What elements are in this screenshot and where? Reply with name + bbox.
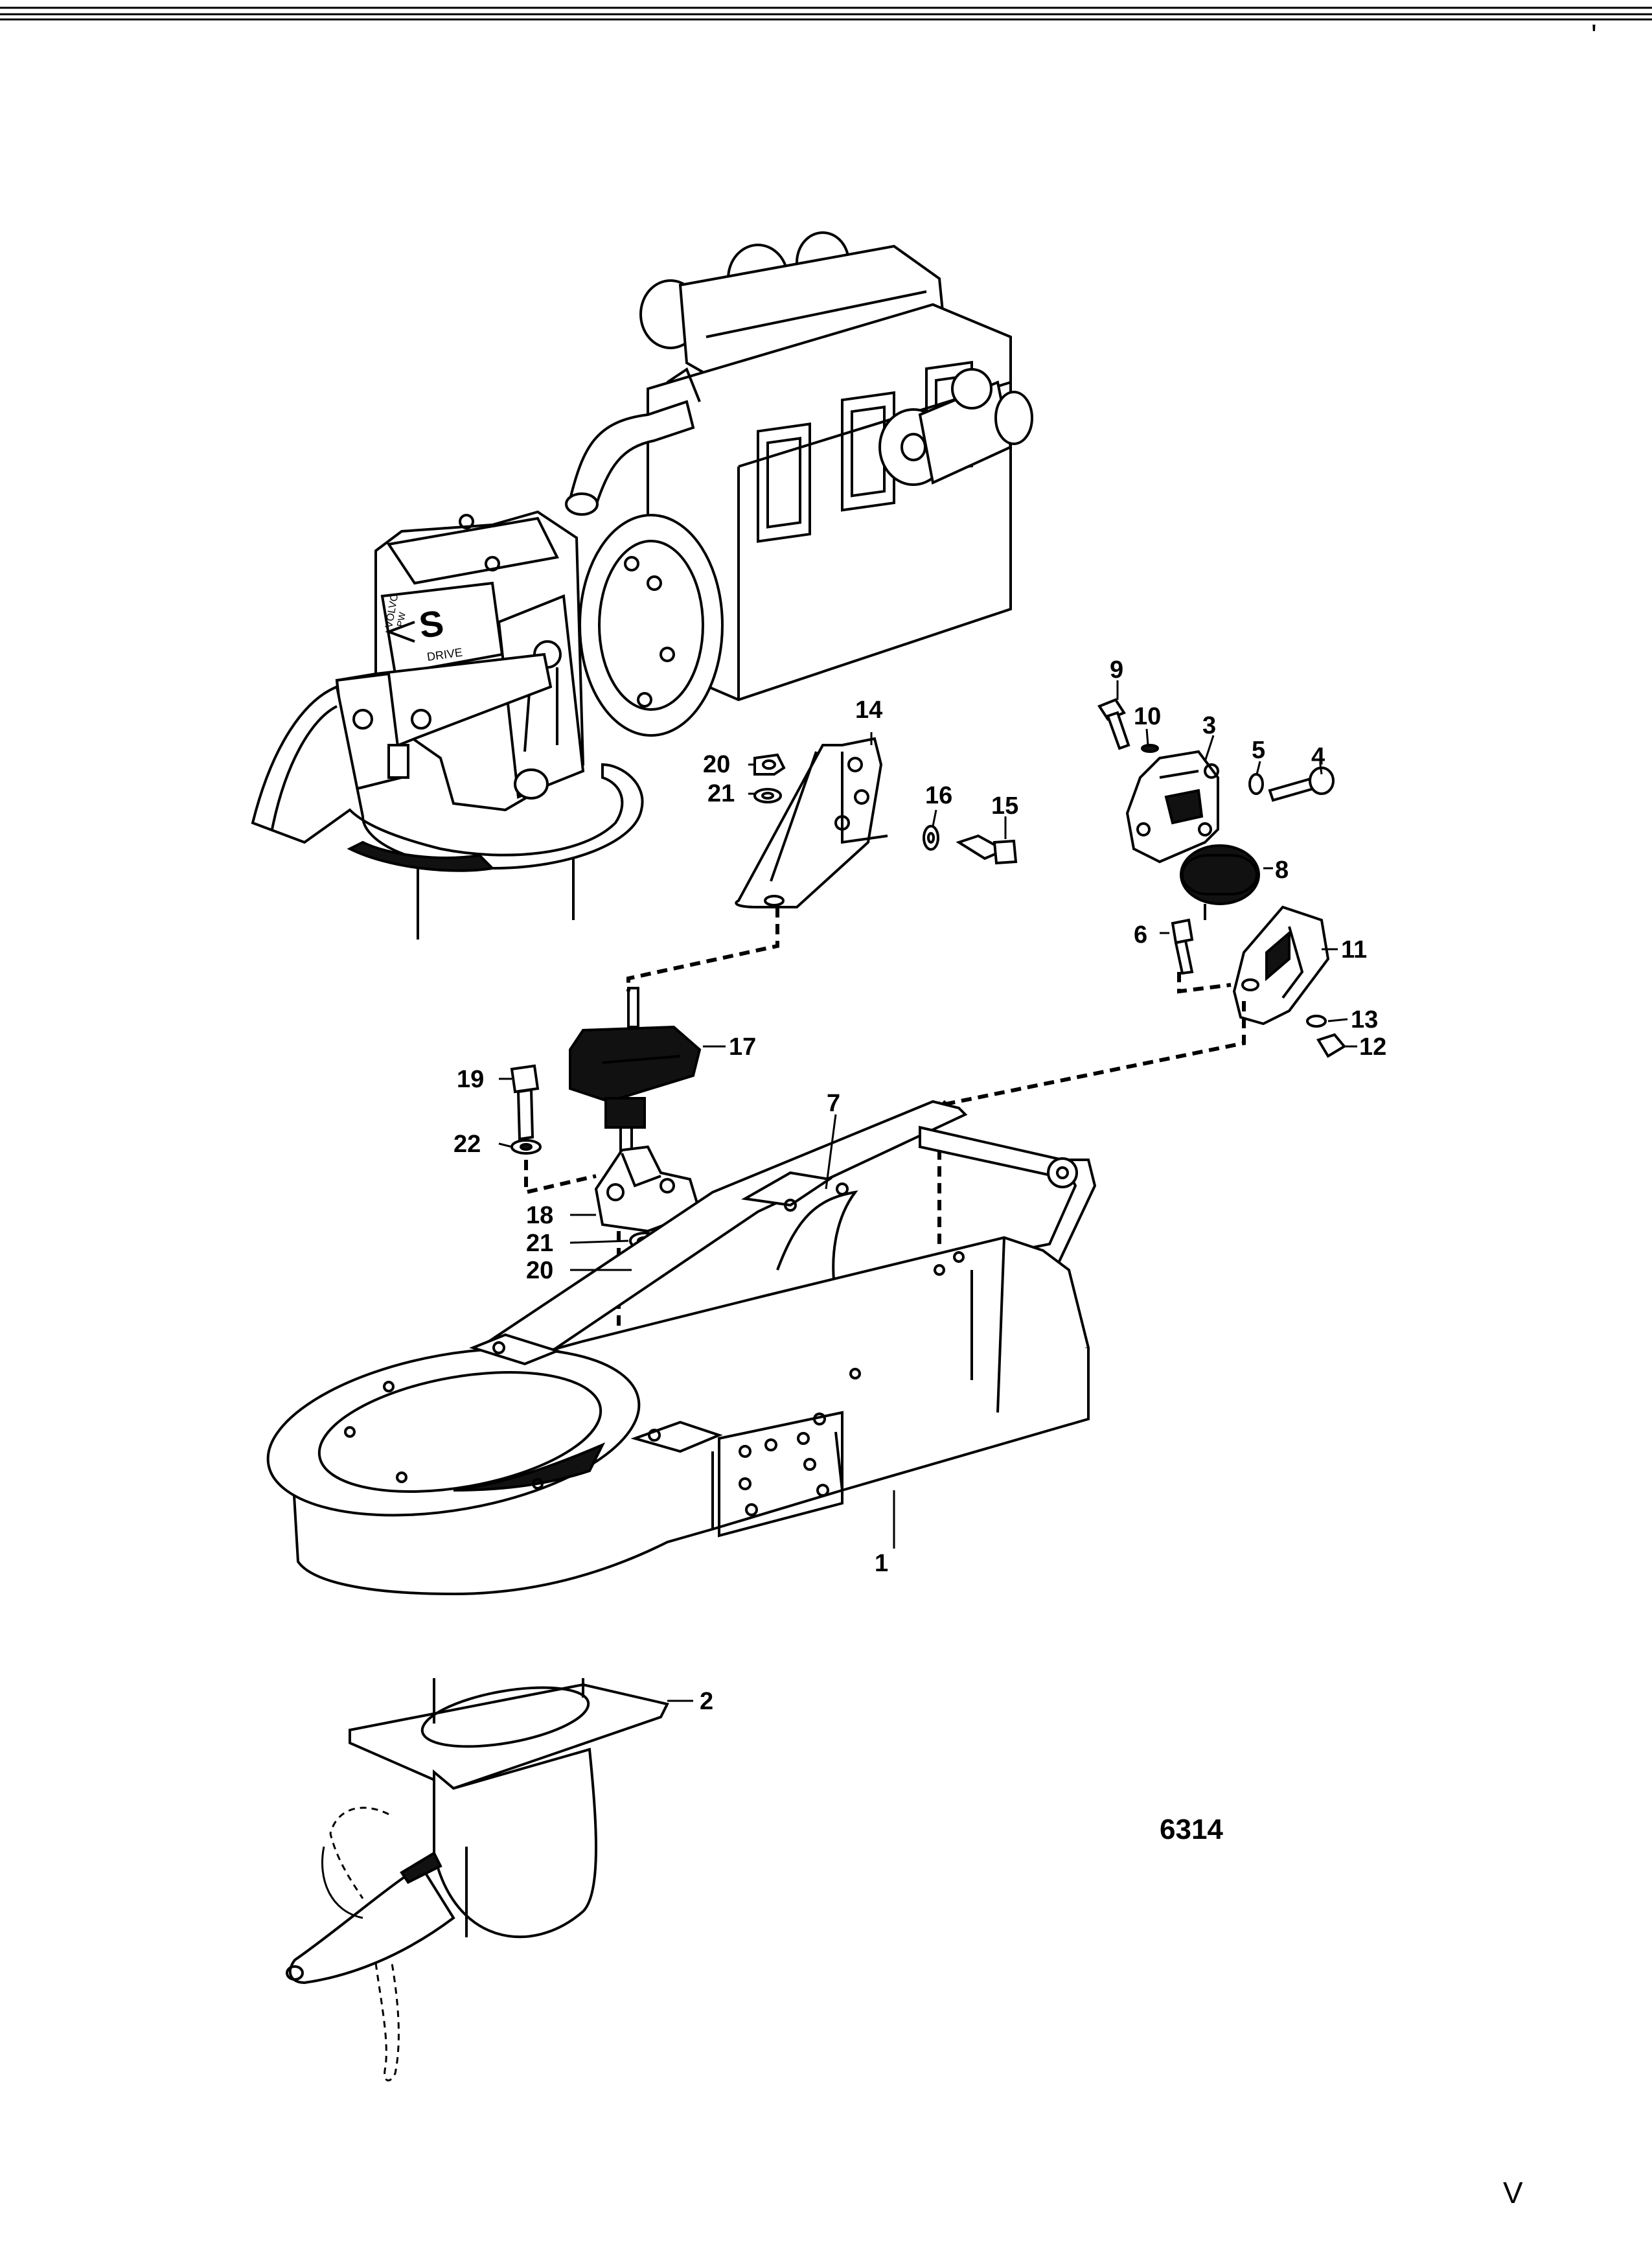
bolt-4 — [1268, 767, 1335, 802]
rubber-mount-17 — [569, 987, 702, 1155]
callout-22: 22 — [453, 1131, 481, 1158]
figure-number: 6314 — [1160, 1814, 1223, 1845]
washer-22 — [511, 1139, 542, 1155]
washer-10 — [1141, 744, 1159, 753]
bracket-14 — [735, 737, 888, 908]
callout-21-top: 21 — [707, 780, 735, 807]
nut-20-top — [753, 753, 786, 776]
washer-5 — [1248, 773, 1264, 795]
callout-11: 11 — [1341, 936, 1367, 963]
bolt-9 — [1097, 698, 1130, 750]
coolant-hose — [568, 400, 695, 507]
callout-1: 1 — [875, 1550, 888, 1577]
washer-13 — [1306, 1015, 1327, 1028]
callout-8: 8 — [1275, 857, 1289, 884]
bracket-3 — [1125, 750, 1219, 864]
exhaust-manifold — [878, 368, 1033, 486]
callout-18: 18 — [526, 1202, 553, 1229]
engine-assembly: VOLVO PW S DRIVE — [251, 231, 1033, 940]
callout-13: 13 — [1351, 1006, 1378, 1033]
callout-6: 6 — [1134, 921, 1147, 949]
callout-labels: 1 2 3 4 5 6 7 8 9 10 11 12 13 14 15 16 1… — [453, 656, 1386, 1715]
bolt-6 — [1171, 918, 1194, 975]
badge-drive-letter: S — [417, 602, 446, 646]
base-housing-1 — [266, 1236, 1090, 1596]
nut-12 — [1316, 1033, 1347, 1058]
callout-21-bottom: 21 — [526, 1230, 553, 1257]
washer-21-top — [753, 788, 782, 803]
callout-2: 2 — [700, 1688, 713, 1715]
callout-15: 15 — [991, 792, 1018, 820]
callout-10: 10 — [1134, 703, 1161, 730]
callout-9: 9 — [1110, 656, 1123, 684]
callout-7: 7 — [827, 1090, 840, 1117]
drive-bell — [251, 685, 644, 870]
rubber-mount-8 — [1180, 844, 1260, 920]
drive-leg — [286, 1678, 597, 2082]
callout-5: 5 — [1252, 737, 1265, 764]
badge-sub: PW — [395, 611, 407, 628]
callout-4: 4 — [1311, 743, 1325, 770]
callout-12: 12 — [1359, 1033, 1386, 1061]
washer-16 — [923, 825, 939, 851]
callout-14: 14 — [855, 697, 882, 724]
callout-3: 3 — [1202, 712, 1216, 739]
callout-19: 19 — [457, 1066, 484, 1093]
corner-mark-top: ' — [1591, 18, 1597, 52]
leader-lines — [498, 680, 1357, 1702]
mount-base-18 — [594, 1145, 702, 1233]
bolt-19 — [510, 1064, 540, 1141]
engine-badge: VOLVO PW S DRIVE — [380, 581, 504, 676]
bolt-15 — [956, 834, 1018, 865]
corner-mark-bottom: V — [1503, 2176, 1523, 2209]
callout-16: 16 — [925, 782, 952, 809]
callout-20-top: 20 — [703, 751, 730, 778]
scan-border-top — [0, 6, 1652, 21]
callout-17: 17 — [729, 1033, 756, 1061]
bracket-11 — [1232, 905, 1330, 1026]
callout-20-bottom: 20 — [526, 1257, 553, 1284]
